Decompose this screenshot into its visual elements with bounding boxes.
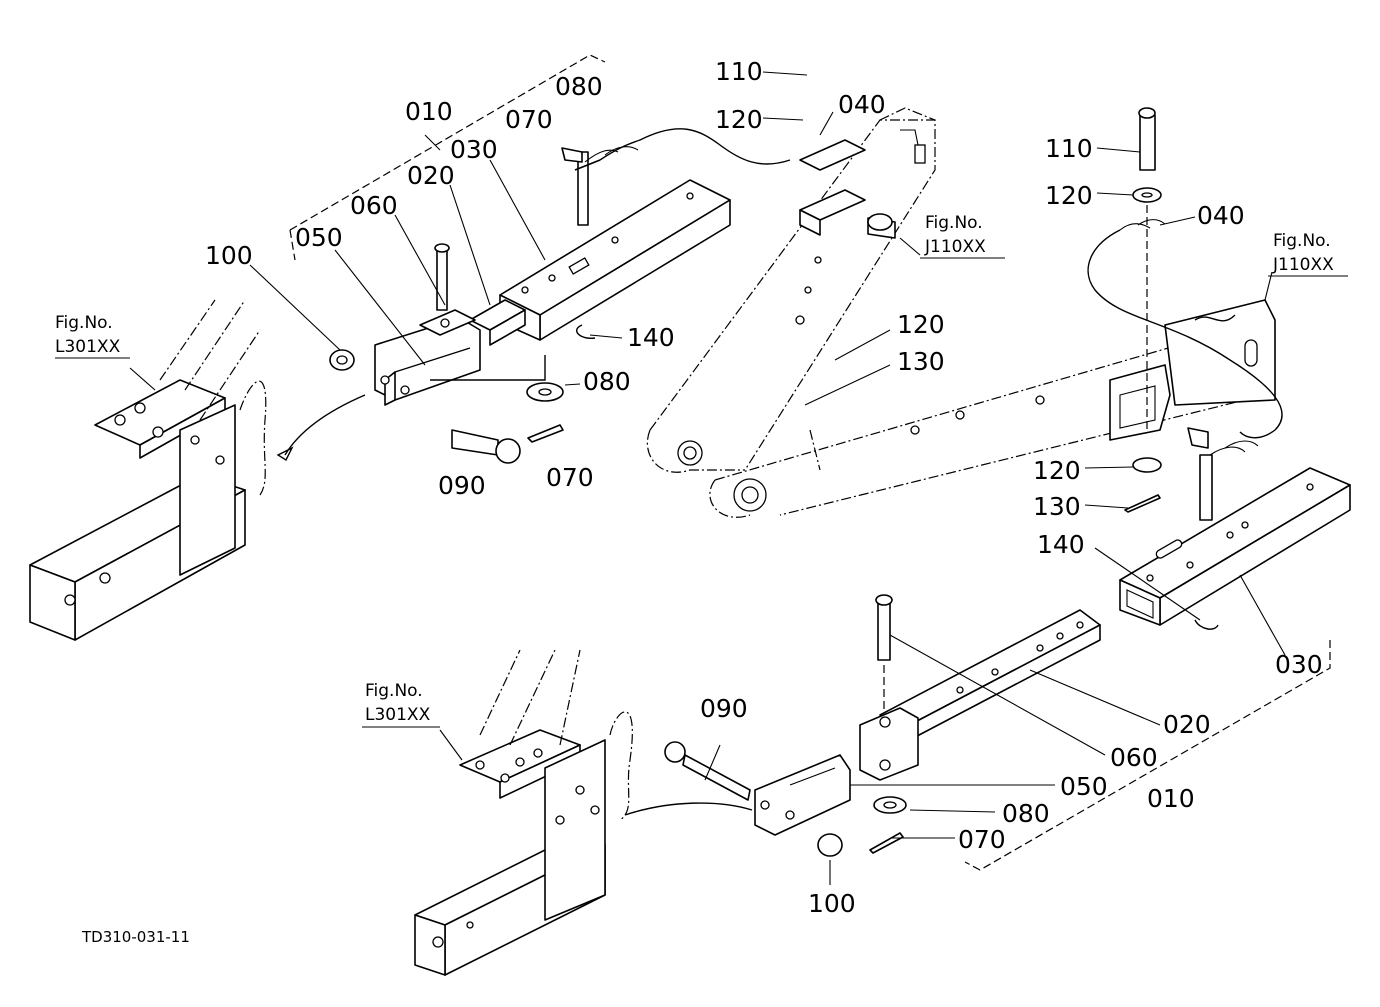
label-120-right-a: 120 — [1045, 181, 1093, 210]
label-120-upper-a: 120 — [715, 105, 763, 134]
label-110-upper: 110 — [715, 57, 763, 86]
fig-ref-j110-right-line1: Fig.No. — [1273, 231, 1331, 251]
drawing-code: TD310-031-11 — [81, 928, 190, 946]
label-100-upper: 100 — [205, 241, 253, 270]
label-130-right: 130 — [1033, 492, 1081, 521]
fig-ref-l301-upper-line1: Fig.No. — [55, 313, 113, 333]
label-130-upper: 130 — [897, 347, 945, 376]
label-080-upper-b: 080 — [583, 367, 631, 396]
fig-ref-j110-right-line2: J110XX — [1272, 255, 1334, 275]
label-070-lower: 070 — [958, 825, 1006, 854]
figure-reference-labels: Fig.No. L301XX Fig.No. J110XX Fig.No. J1… — [55, 213, 1348, 728]
label-010-lower: 010 — [1147, 784, 1195, 813]
label-140-right: 140 — [1037, 530, 1085, 559]
right-pin-stack — [1087, 107, 1283, 521]
label-020-lower: 020 — [1163, 710, 1211, 739]
label-120-upper-b: 120 — [897, 310, 945, 339]
lower-part-labels: 090 020 060 050 010 080 070 100 — [700, 694, 1211, 918]
fig-ref-l301-upper-line2: L301XX — [55, 337, 121, 357]
fig-ref-l301-lower-line2: L301XX — [365, 705, 431, 725]
label-080-upper-a: 080 — [555, 72, 603, 101]
right-part-labels: 110 120 040 120 130 140 030 — [1033, 134, 1323, 679]
centre-lower-link — [646, 107, 1276, 518]
left-frame-lower — [414, 649, 753, 976]
leader-lines — [129, 71, 1286, 885]
label-140-upper: 140 — [627, 323, 675, 352]
upper-part-labels: 080 010 070 030 020 060 050 100 110 120 … — [205, 57, 945, 500]
label-070-upper-a: 070 — [505, 105, 553, 134]
label-060-lower: 060 — [1110, 743, 1158, 772]
fig-ref-l301-lower-line1: Fig.No. — [365, 681, 423, 701]
label-100-lower: 100 — [808, 889, 856, 918]
label-020-upper: 020 — [407, 161, 455, 190]
label-060-upper: 060 — [350, 191, 398, 220]
label-030-upper: 030 — [450, 135, 498, 164]
fig-ref-j110-upper-line2: J110XX — [924, 237, 986, 257]
fig-ref-j110-upper-line1: Fig.No. — [925, 213, 983, 233]
left-frame-upper — [29, 299, 366, 641]
label-090-lower: 090 — [700, 694, 748, 723]
label-050-lower: 050 — [1060, 772, 1108, 801]
lower-drawbar-assembly — [664, 467, 1351, 871]
label-040-right: 040 — [1197, 201, 1245, 230]
label-050-upper: 050 — [295, 223, 343, 252]
label-070-upper-b: 070 — [546, 463, 594, 492]
label-090-upper: 090 — [438, 471, 486, 500]
label-040-upper: 040 — [838, 90, 886, 119]
label-080-lower: 080 — [1002, 799, 1050, 828]
label-110-right: 110 — [1045, 134, 1093, 163]
label-030-right: 030 — [1275, 650, 1323, 679]
label-120-right-b: 120 — [1033, 456, 1081, 485]
label-010-upper: 010 — [405, 97, 453, 126]
